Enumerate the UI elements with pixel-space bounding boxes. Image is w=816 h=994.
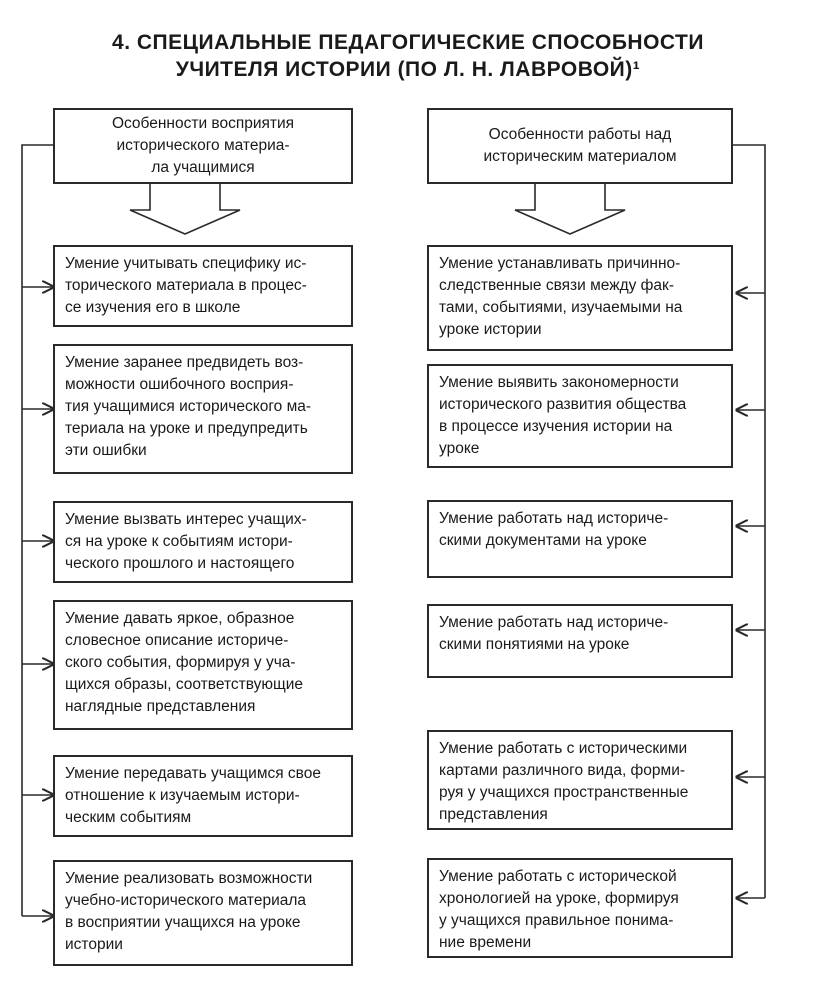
left-spine-line <box>21 144 53 916</box>
left-skill-box-2: Умение заранее предвидеть воз- можности … <box>53 344 353 474</box>
diagram-title-line-1: 4. СПЕЦИАЛЬНЫЕ ПЕДАГОГИЧЕСКИЕ СПОСОБНОСТ… <box>112 31 704 54</box>
right-spine-line <box>732 144 766 898</box>
right-skill-box-1: Умение устанавливать причинно- следствен… <box>427 245 733 351</box>
left-skill-box-1: Умение учитывать специфику ис- торическо… <box>53 245 353 327</box>
left-skill-box-3: Умение вызвать интерес учащих- ся на уро… <box>53 501 353 583</box>
left-skill-box-5: Умение передавать учащимся свое отношени… <box>53 755 353 837</box>
right-skill-box-2: Умение выявить закономерности историческ… <box>427 364 733 468</box>
left-skill-box-4: Умение давать яркое, образное словесное … <box>53 600 353 730</box>
right-skill-box-6: Умение работать с исторической хронологи… <box>427 858 733 958</box>
left-header-down-arrow <box>129 182 241 235</box>
right-header-box: Особенности работы над историческим мате… <box>427 108 733 184</box>
right-skill-box-3: Умение работать над историче- скими доку… <box>427 500 733 578</box>
left-skill-box-6: Умение реализовать возможности учебно-ис… <box>53 860 353 966</box>
right-header-down-arrow <box>514 182 626 235</box>
right-skill-box-5: Умение работать с историческими картами … <box>427 730 733 830</box>
diagram-title-line-2: УЧИТЕЛЯ ИСТОРИИ (ПО Л. Н. ЛАВРОВОЙ)¹ <box>175 58 641 81</box>
left-header-box: Особенности восприятия исторического мат… <box>53 108 353 184</box>
right-skill-box-4: Умение работать над историче- скими поня… <box>427 604 733 678</box>
